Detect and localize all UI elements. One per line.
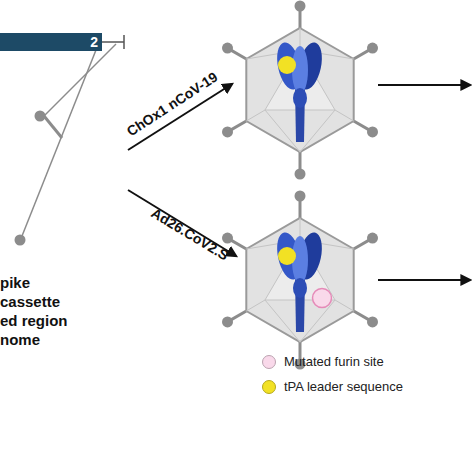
spike-knob: [15, 235, 26, 246]
construct-line: [102, 41, 124, 43]
legend-text: Mutated furin site: [284, 354, 384, 369]
arrow-label: ChOx1 nCoV-19: [124, 69, 221, 140]
furin-site-marker: [313, 289, 332, 308]
cropped-label: cassette: [0, 293, 60, 310]
legend-row: tPA leader sequence: [262, 379, 403, 394]
cropped-label: pike: [0, 274, 30, 291]
node-label: 2: [90, 34, 102, 50]
spike-fiber: [44, 116, 62, 138]
tpa-leader-marker: [278, 56, 296, 74]
tpa-leader-marker: [278, 247, 296, 265]
zoom-line: [44, 44, 116, 116]
legend-swatch: [262, 355, 276, 369]
cropped-label: ed region: [0, 312, 68, 329]
arrow-label: Ad26.CoV2.S: [149, 205, 232, 264]
adenovirus-capsid: [222, 1, 378, 180]
construct-tick: [123, 35, 125, 49]
legend-text: tPA leader sequence: [284, 379, 403, 394]
legend-swatch: [262, 380, 276, 394]
spike-knob: [35, 111, 46, 122]
process-arrow: [378, 84, 470, 86]
gene-cassette-bar: 2: [0, 33, 102, 51]
zoom-line: [22, 50, 96, 236]
process-arrow: [378, 279, 470, 281]
adenovirus-capsid: [222, 191, 378, 370]
cropped-label: nome: [0, 331, 40, 348]
legend-row: Mutated furin site: [262, 354, 384, 369]
